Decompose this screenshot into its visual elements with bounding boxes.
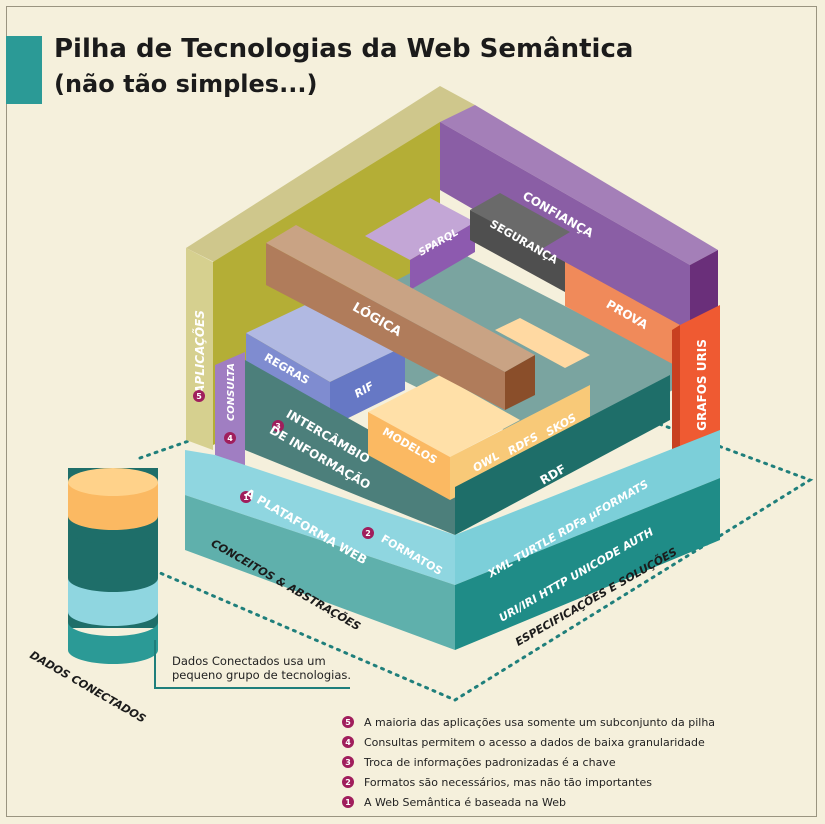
label-applications: APLICAÇÕES [192, 310, 207, 395]
trust-wall-top [440, 105, 718, 265]
legend-text: Formatos são necessários, mas não tão im… [364, 775, 652, 789]
ground-outline [128, 346, 814, 702]
label-query: CONSULTA [226, 363, 237, 421]
legend-text: A Web Semântica é baseada na Web [364, 795, 566, 809]
legend-item: 5 A maioria das aplicações usa somente u… [342, 713, 715, 731]
web-layer-right [455, 478, 720, 650]
formats-layer-right [455, 430, 720, 585]
applications-wall-top [186, 86, 475, 265]
formats-layer-left [185, 450, 455, 585]
legend-item: 1 A Web Semântica é baseada na Web [342, 793, 715, 811]
graphs-pillar-front [680, 305, 720, 468]
exchange-wall [245, 360, 455, 535]
legend-text: Troca de informações padronizadas é a ch… [364, 755, 616, 769]
web-layer-left [185, 495, 455, 650]
legend: 5 A maioria das aplicações usa somente u… [342, 713, 715, 813]
legend-item: 2 Formatos são necessários, mas não tão … [342, 773, 715, 791]
query-strip [215, 352, 245, 470]
ontology-block-top [495, 318, 590, 368]
legend-text: Consultas permitem o acesso a dados de b… [364, 735, 705, 749]
security-block-face [470, 210, 565, 292]
page-title: Pilha de Tecnologias da Web Semântica [54, 34, 634, 64]
rules-block-top [246, 298, 405, 382]
platform-num: 1 [243, 493, 249, 502]
legend-number: 1 [342, 796, 354, 808]
applications-wall-front [186, 248, 213, 450]
page-frame [6, 6, 817, 817]
note-connector [154, 640, 350, 689]
graphs-pillar-side [672, 325, 680, 470]
formats-num: 2 [365, 529, 371, 538]
linked-data-cylinder [68, 468, 158, 664]
sparql-block-top [365, 198, 475, 260]
legend-item: 3 Troca de informações padronizadas é a … [342, 753, 715, 771]
legend-text: A maioria das aplicações usa somente um … [364, 715, 716, 729]
platform-num-badge: 1 [240, 491, 252, 503]
legend-number: 3 [342, 756, 354, 768]
linked-data-note: Dados Conectados usa um pequeno grupo de… [172, 654, 352, 682]
models-block-top [368, 375, 520, 457]
trust-wall-face [440, 122, 690, 335]
models-block-front [368, 412, 450, 500]
page-subtitle: (não tão simples...) [54, 70, 318, 98]
legend-item: 4 Consultas permitem o acesso a dados de… [342, 733, 715, 751]
query-num-badge: 4 [224, 432, 236, 444]
logic-beam-end [505, 355, 535, 410]
title-accent-bar [6, 36, 42, 104]
logic-beam-front [266, 243, 505, 410]
legend-number: 4 [342, 736, 354, 748]
legend-number: 2 [342, 776, 354, 788]
query-num: 4 [227, 434, 233, 443]
proof-block-face [565, 262, 680, 368]
sparql-block-face [410, 222, 475, 290]
rdf-block [455, 375, 670, 535]
models-block-right [450, 385, 590, 500]
exchange-num-badge: 3 [272, 420, 284, 432]
formats-num-badge: 2 [362, 527, 374, 539]
legend-number: 5 [342, 716, 354, 728]
exchange-num: 3 [275, 422, 281, 431]
logic-beam-top [266, 225, 535, 372]
rif-block-front [330, 346, 405, 427]
label-graphs: GRAFOS URIS [695, 339, 709, 431]
applications-num: 5 [196, 392, 202, 401]
applications-num-badge: 5 [193, 390, 205, 402]
security-block-top [470, 193, 570, 250]
